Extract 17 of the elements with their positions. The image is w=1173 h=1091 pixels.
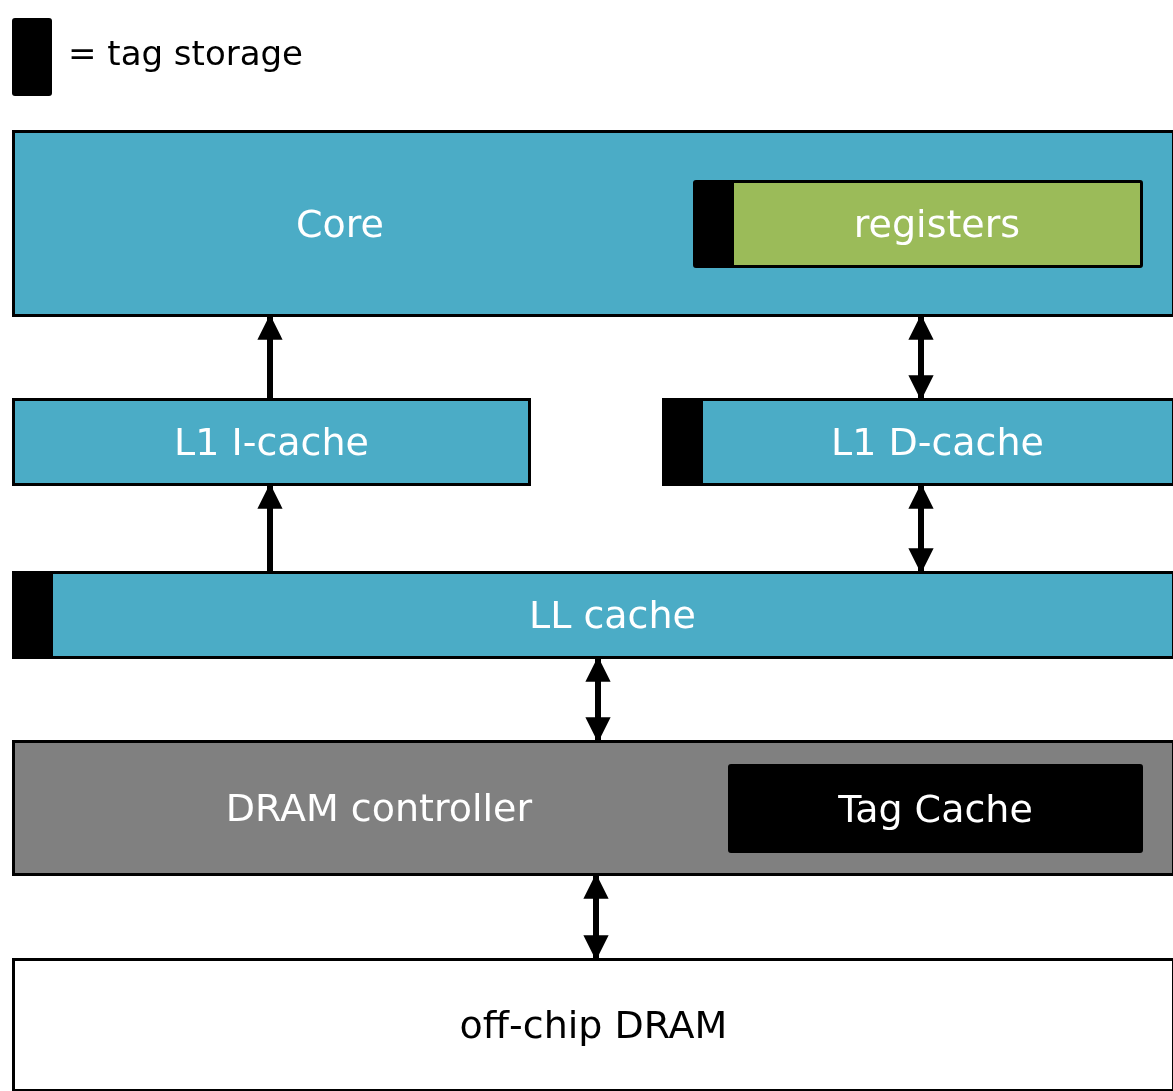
cache-box: [662, 398, 1173, 486]
box-label: L1 I-cache: [174, 420, 369, 464]
box-label: Core: [296, 201, 384, 246]
box-label: Tag Cache: [838, 786, 1033, 831]
box-label: LL cache: [529, 593, 696, 637]
box-label: off-chip DRAM: [459, 1003, 728, 1047]
controller-box: [12, 740, 1173, 876]
cache-box: [12, 398, 531, 486]
memory-box: [12, 958, 1173, 1091]
box-label: L1 D-cache: [831, 420, 1044, 464]
cache-box: [12, 571, 1173, 659]
legend-text: = tag storage: [68, 33, 303, 73]
box-label: registers: [853, 202, 1021, 246]
core-box: [12, 130, 1173, 317]
tag-cache-box: [728, 764, 1143, 853]
box-label: DRAM controller: [225, 786, 533, 830]
registers-box: [693, 180, 1143, 268]
